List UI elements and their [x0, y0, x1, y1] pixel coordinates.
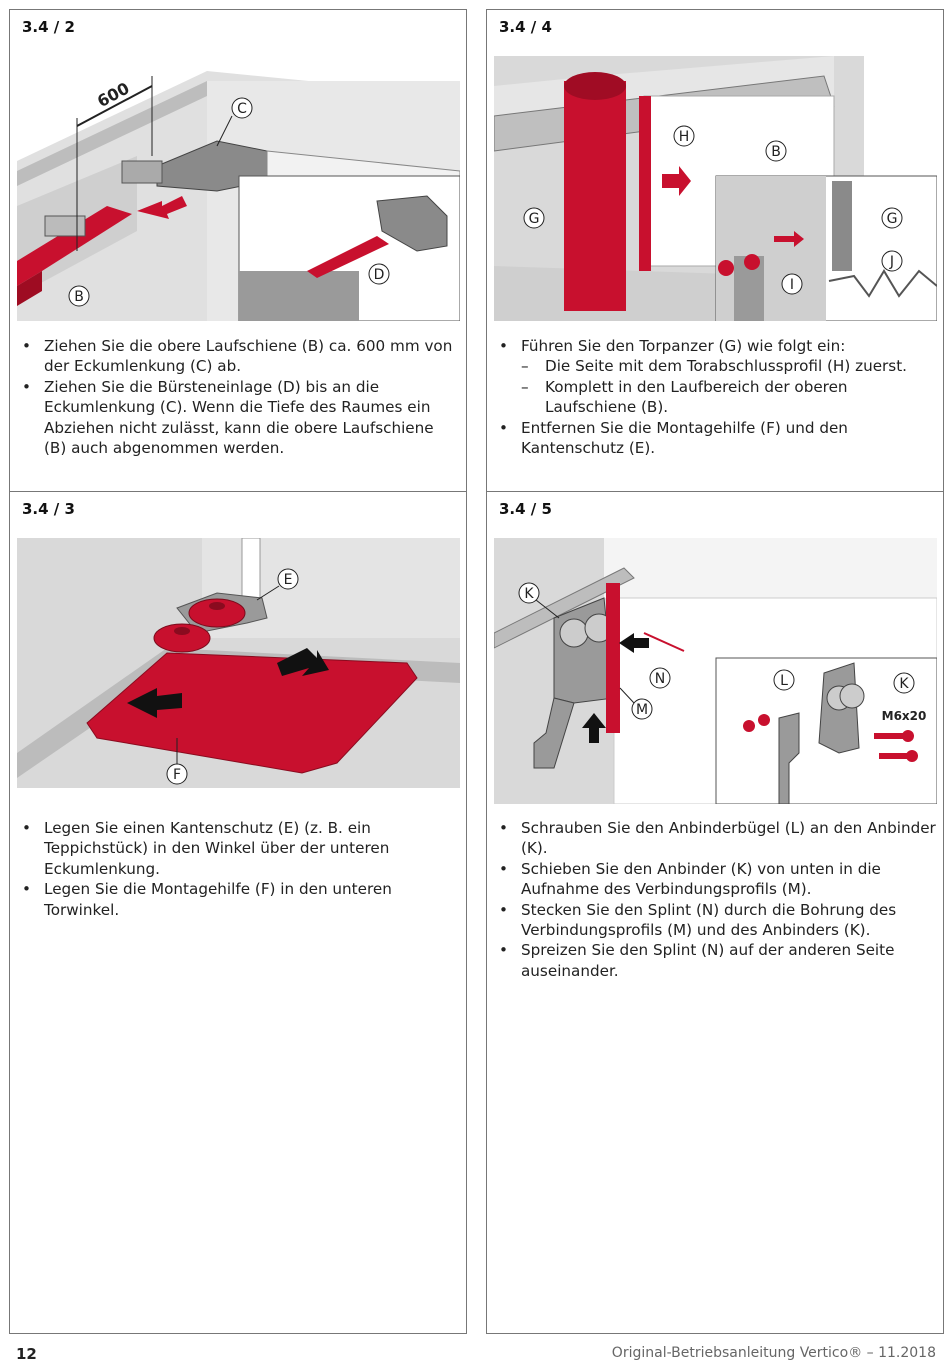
footer-document-title: Original-Betriebsanleitung Vertico® – 11… — [611, 1345, 936, 1361]
label-g-inset: G — [887, 211, 898, 227]
figure-3-4-5: M6x20 K N M L K — [494, 538, 937, 804]
panel-3-4-5: 3.4 / 5 — [486, 491, 944, 1334]
page-number: 12 — [16, 1345, 37, 1363]
list-item: Ziehen Sie die obere Laufschiene (B) ca.… — [20, 336, 460, 377]
instructions: Schrauben Sie den Anbinderbügel (L) an d… — [497, 818, 937, 981]
step-number: 3.4 / 5 — [499, 500, 552, 518]
label-j: J — [889, 254, 894, 270]
label-l: L — [780, 673, 788, 689]
illustration: E F — [17, 538, 460, 788]
list-item: Führen Sie den Torpanzer (G) wie folgt e… — [497, 336, 937, 357]
illustration: H B G G I J — [494, 56, 937, 321]
label-m: M — [636, 702, 648, 718]
label-f: F — [173, 767, 181, 783]
list-item: Schieben Sie den Anbinder (K) von unten … — [497, 859, 937, 900]
figure-3-4-3: E F — [17, 538, 460, 788]
list-item: Spreizen Sie den Splint (N) auf der ande… — [497, 940, 937, 981]
list-item: Ziehen Sie die Bürsteneinlage (D) bis an… — [20, 377, 460, 459]
step-number: 3.4 / 3 — [22, 500, 75, 518]
arrow-icon — [127, 688, 182, 718]
list-item: Legen Sie die Montagehilfe (F) in den un… — [20, 879, 460, 920]
label-k-inset: K — [899, 676, 909, 692]
label-k: K — [524, 586, 534, 602]
label-g: G — [529, 211, 540, 227]
step-number: 3.4 / 4 — [499, 18, 552, 36]
instructions: Ziehen Sie die obere Laufschiene (B) ca.… — [20, 336, 460, 458]
label-i: I — [790, 277, 794, 293]
figure-3-4-4: H B G G I J — [494, 56, 937, 321]
brush-d — [307, 236, 389, 278]
label-h: H — [679, 129, 690, 145]
list-subitem: Komplett in den Laufbereich der oberen L… — [497, 377, 937, 418]
instructions: Führen Sie den Torpanzer (G) wie folgt e… — [497, 336, 937, 458]
arrow-icon — [662, 166, 691, 196]
assembly-aid-f — [86, 652, 418, 774]
panel-3-4-2: 3.4 / 2 600 — [9, 9, 467, 492]
illustration: 600 C B D — [17, 56, 460, 321]
label-c: C — [237, 101, 247, 117]
list-item: Schrauben Sie den Anbinderbügel (L) an d… — [497, 818, 937, 859]
list-item: Stecken Sie den Splint (N) durch die Boh… — [497, 900, 937, 941]
label-b: B — [74, 289, 84, 305]
list-item: Entfernen Sie die Montagehilfe (F) und d… — [497, 418, 937, 459]
profile-m — [606, 583, 620, 733]
screw-label: M6x20 — [882, 709, 927, 723]
label-n: N — [655, 671, 665, 687]
panel-3-4-3: 3.4 / 3 E F Legen — [9, 491, 467, 1334]
label-d: D — [374, 267, 385, 283]
list-subitem: Die Seite mit dem Torabschlussprofil (H)… — [497, 356, 937, 377]
rail-b — [17, 206, 132, 286]
instructions: Legen Sie einen Kantenschutz (E) (z. B. … — [20, 818, 460, 920]
arrow-icon — [277, 648, 329, 676]
illustration: M6x20 K N M L K — [494, 538, 937, 804]
door-curtain-g — [564, 81, 626, 311]
label-e: E — [284, 572, 293, 588]
panel-3-4-4: 3.4 / 4 H B — [486, 9, 944, 492]
step-number: 3.4 / 2 — [22, 18, 75, 36]
list-item: Legen Sie einen Kantenschutz (E) (z. B. … — [20, 818, 460, 879]
arrow-icon — [137, 196, 187, 219]
figure-3-4-2: 600 C B D — [17, 56, 460, 321]
label-b: B — [771, 144, 781, 160]
